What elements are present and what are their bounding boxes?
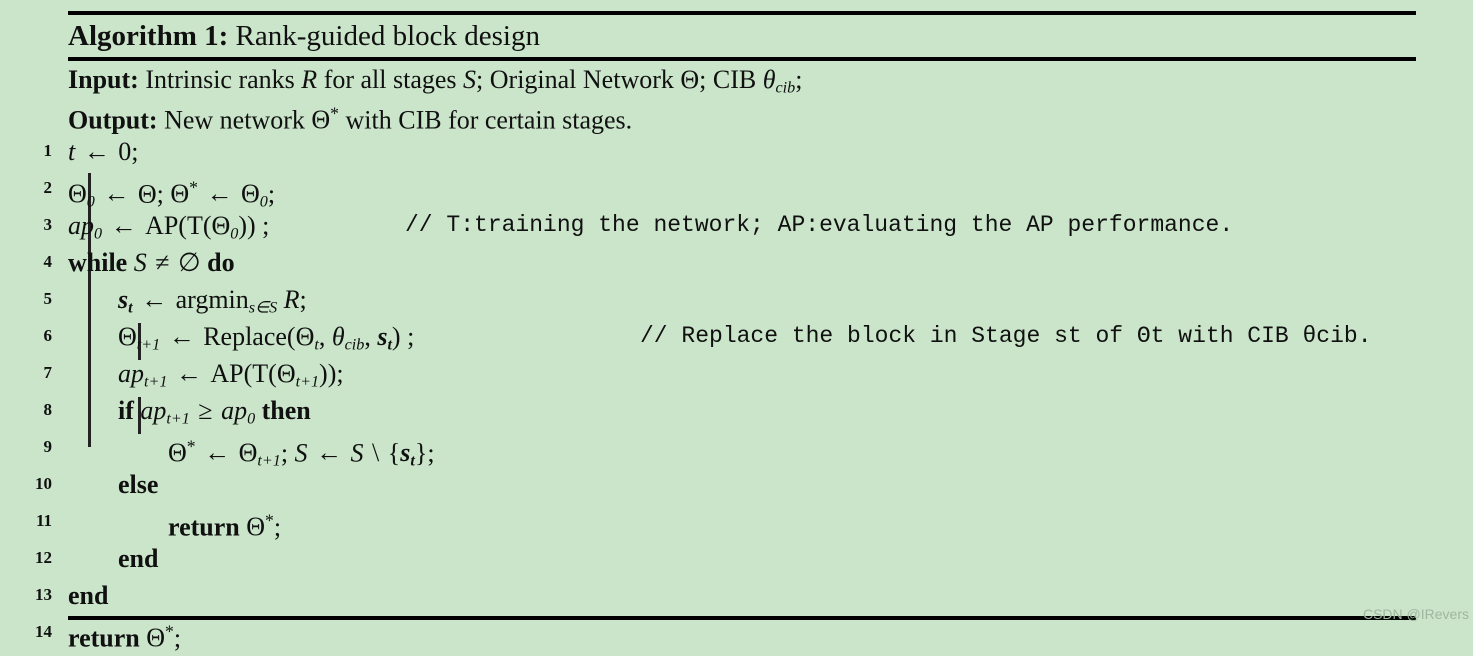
line-number: 8	[43, 400, 53, 419]
rule-middle	[68, 57, 1416, 61]
code-line: 4 while S ≠ ∅ do	[0, 244, 1473, 281]
rule-top	[68, 11, 1416, 15]
code-line: 3 ap0 ← AP(T(Θ0)) ; // T:training the ne…	[0, 207, 1473, 244]
code-line: 14 return Θ*;	[0, 614, 1473, 652]
rule-bottom	[68, 616, 1416, 620]
algorithm-caption: Algorithm 1: Rank-guided block design	[68, 17, 540, 55]
line-content: Θ* ← Θt+1; S ← S \ {st};	[168, 437, 435, 470]
code-line: 6 Θt+1 ← Replace(Θt, θcib, st) ; // Repl…	[0, 318, 1473, 355]
line-number: 14	[35, 622, 52, 641]
algorithm-label: Algorithm 1:	[68, 20, 229, 52]
line-content: Θ0 ← Θ; Θ* ← Θ0;	[68, 178, 276, 211]
line-number: 4	[43, 252, 53, 271]
code-line: 2 Θ0 ← Θ; Θ* ← Θ0;	[0, 170, 1473, 211]
input-value: Intrinsic ranks R for all stages S; Orig…	[145, 65, 803, 97]
io-block: Input: Intrinsic ranks R for all stages …	[68, 63, 802, 135]
algorithm-title: Rank-guided block design	[235, 20, 540, 52]
code-line: 12 end	[0, 540, 1473, 577]
indent-guide-outer	[88, 173, 91, 447]
indent-guide-if	[138, 323, 141, 360]
line-content: t ← 0;	[68, 137, 139, 166]
code-line: 9 Θ* ← Θt+1; S ← S \ {st};	[0, 429, 1473, 470]
line-comment: // Replace the block in Stage st of Θt w…	[640, 323, 1372, 349]
line-number: 9	[43, 437, 53, 456]
line-number: 2	[43, 178, 53, 197]
line-number: 10	[35, 474, 52, 493]
code-line: 10 else	[0, 466, 1473, 503]
line-number: 3	[43, 215, 53, 234]
indent-guide-else	[138, 397, 141, 434]
line-content: st ← argmins∈S R;	[118, 285, 307, 317]
line-content: Θt+1 ← Replace(Θt, θcib, st) ;	[118, 322, 415, 354]
line-comment: // T:training the network; AP:evaluating…	[405, 212, 1234, 238]
line-number: 13	[35, 585, 52, 604]
line-number: 6	[43, 326, 53, 345]
line-content: ap0 ← AP(T(Θ0)) ;	[68, 211, 270, 243]
line-number: 1	[43, 141, 53, 160]
code-line: 1 t ← 0;	[0, 133, 1473, 170]
output-line: Output: New network Θ* with CIB for cert…	[68, 97, 802, 135]
line-number: 12	[35, 548, 52, 567]
algorithm-body: 1 t ← 0; 2 Θ0 ← Θ; Θ* ← Θ0; 3 ap0 ← AP(T…	[0, 133, 1473, 652]
input-label: Input:	[68, 65, 139, 94]
line-content: return Θ*;	[68, 622, 182, 653]
line-content: return Θ*;	[168, 511, 282, 542]
output-value: New network Θ* with CIB for certain stag…	[164, 104, 633, 135]
line-content: while S ≠ ∅ do	[68, 248, 235, 277]
output-label: Output:	[68, 105, 158, 135]
line-content: else	[118, 470, 159, 499]
code-line: 5 st ← argmins∈S R;	[0, 281, 1473, 318]
line-content: apt+1 ← AP(T(Θt+1));	[118, 359, 344, 391]
code-line: 8 if apt+1 ≥ ap0 then	[0, 392, 1473, 429]
code-line: 13 end	[0, 577, 1473, 614]
code-line: 7 apt+1 ← AP(T(Θt+1));	[0, 355, 1473, 392]
line-number: 7	[43, 363, 53, 382]
line-number: 11	[35, 511, 52, 530]
code-line: 11 return Θ*;	[0, 503, 1473, 541]
line-content: end	[68, 581, 109, 610]
input-line: Input: Intrinsic ranks R for all stages …	[68, 63, 802, 97]
watermark: CSDN @IRevers	[1362, 606, 1469, 622]
line-content: if apt+1 ≥ ap0 then	[118, 396, 311, 428]
line-content: end	[118, 544, 159, 573]
line-number: 5	[43, 289, 53, 308]
algorithm-figure: Algorithm 1: Rank-guided block design In…	[35, 11, 1469, 653]
